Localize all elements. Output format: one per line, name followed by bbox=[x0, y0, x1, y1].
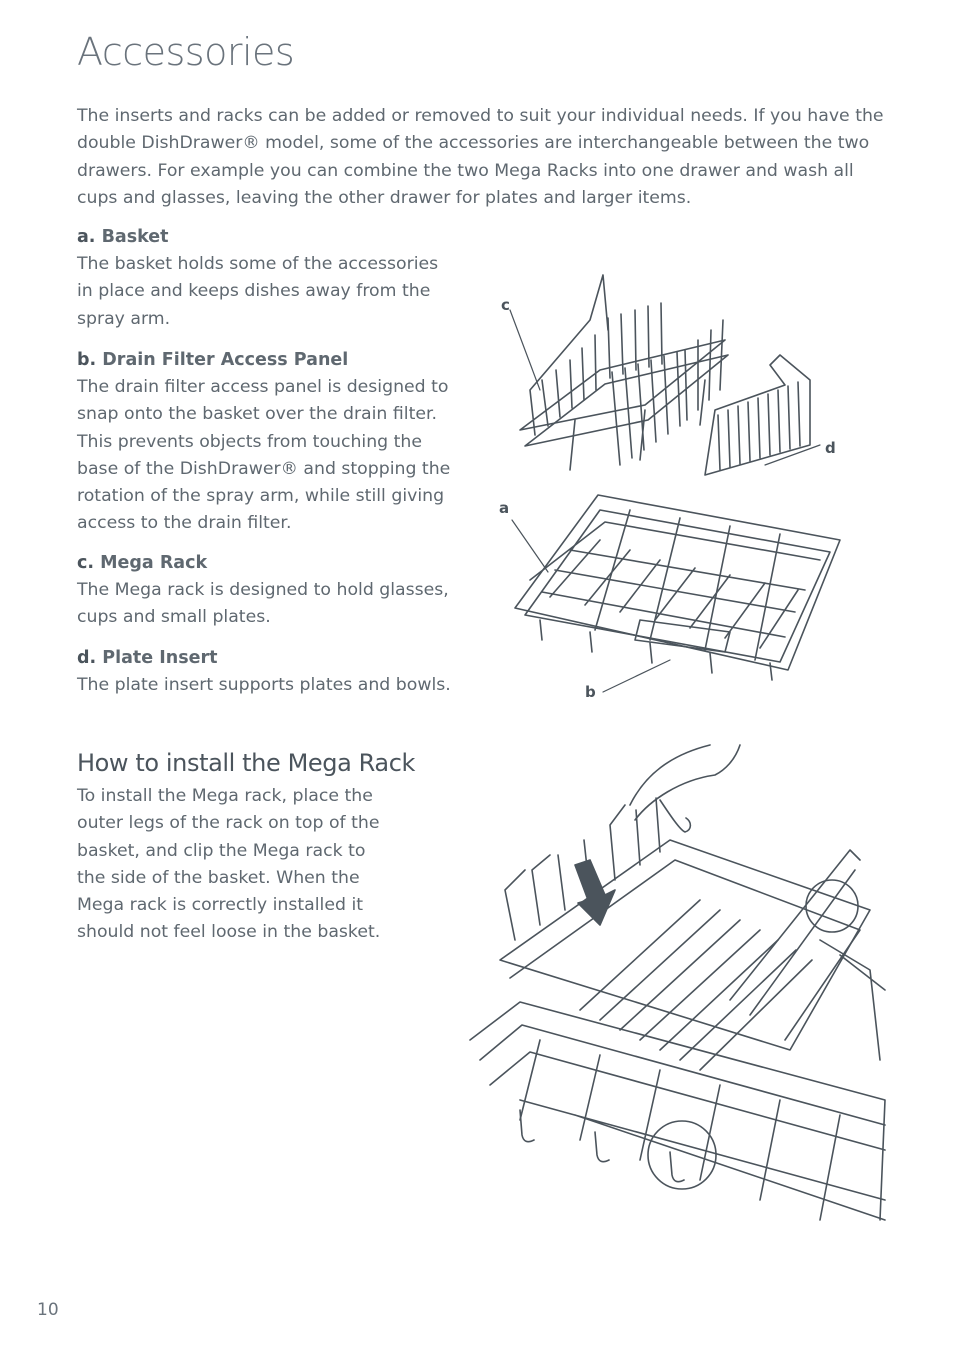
installation-diagram bbox=[469, 744, 886, 1221]
label-d: d bbox=[825, 439, 836, 457]
label-a: a bbox=[499, 499, 509, 517]
accessory-heading: a. Basket bbox=[77, 227, 169, 247]
accessory-drain-filter-panel: b. Drain Filter Access Panel The drain f… bbox=[77, 347, 459, 538]
intro-paragraph: The inserts and racks can be added or re… bbox=[77, 106, 884, 208]
page-number: 10 bbox=[37, 1300, 59, 1320]
accessory-heading: d. Plate Insert bbox=[77, 648, 218, 668]
basket-illustration bbox=[514, 494, 841, 681]
label-c: c bbox=[501, 296, 510, 314]
accessory-description: The basket holds some of the accessories… bbox=[77, 254, 439, 329]
label-b: b bbox=[585, 683, 596, 701]
accessories-diagram: c d a b bbox=[499, 274, 841, 701]
plate-insert-illustration bbox=[704, 354, 811, 476]
accessory-heading: c. Mega Rack bbox=[77, 553, 208, 573]
accessory-mega-rack: c. Mega Rack The Mega rack is designed t… bbox=[77, 550, 459, 632]
accessory-plate-insert: d. Plate Insert The plate insert support… bbox=[77, 645, 459, 699]
accessory-description: The plate insert supports plates and bow… bbox=[77, 675, 451, 695]
accessory-basket: a. Basket The basket holds some of the a… bbox=[77, 224, 459, 333]
accessory-heading: b. Drain Filter Access Panel bbox=[77, 350, 349, 370]
accessory-description: The drain filter access panel is designe… bbox=[77, 377, 451, 534]
install-heading: How to install the Mega Rack bbox=[77, 749, 415, 777]
install-instructions: To install the Mega rack, place the oute… bbox=[77, 786, 381, 943]
accessory-description: The Mega rack is designed to hold glasse… bbox=[77, 580, 449, 628]
page-title: Accessories bbox=[77, 30, 295, 74]
mega-rack-illustration bbox=[519, 274, 729, 471]
hand-illustration bbox=[629, 744, 741, 833]
